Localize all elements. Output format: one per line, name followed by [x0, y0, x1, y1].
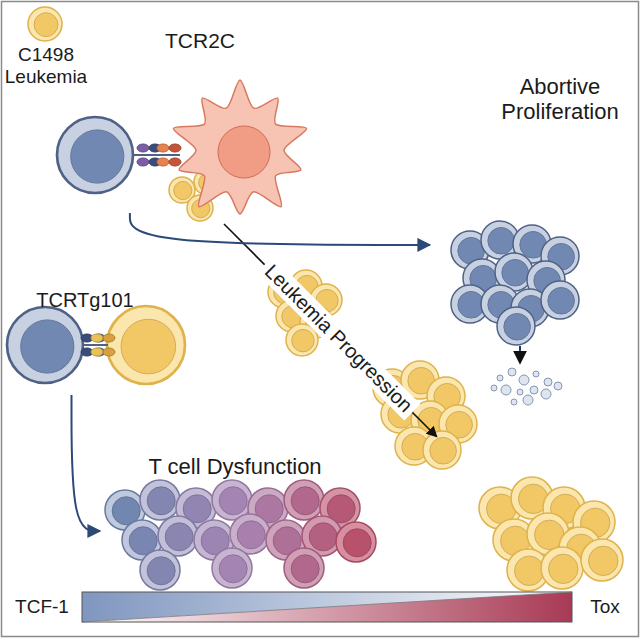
- cell-debris: [508, 368, 516, 376]
- cell-group: Abortive Proliferation: [430, 70, 632, 335]
- label-slot: Tox: [590, 596, 620, 618]
- dysfunctional-t-cell: [284, 480, 324, 520]
- activation-arrow: [72, 395, 101, 531]
- membrane-link: [83, 344, 108, 346]
- cell-group: T cell Dysfunction: [100, 450, 380, 585]
- cell-debris: [533, 371, 539, 377]
- cell-group: TCRTg101: [5, 285, 195, 395]
- dysfunctional-t-cell: [140, 480, 180, 520]
- group-heading: TCR2C: [150, 29, 250, 53]
- cell-debris: [530, 386, 538, 394]
- leukemia-cell: [581, 539, 623, 581]
- dysfunctional-t-cell: [284, 548, 324, 588]
- t-cell: [541, 281, 579, 319]
- membrane-link: [133, 154, 180, 156]
- cell-debris: [491, 385, 497, 391]
- group-heading: TCRTg101: [30, 289, 140, 312]
- t-cell: [7, 307, 83, 383]
- leukemia-cell: [107, 306, 185, 384]
- dysfunctional-t-cell: [140, 550, 180, 590]
- cell-debris: [511, 399, 517, 405]
- cell-debris: [541, 389, 551, 399]
- text-label: Tox: [590, 596, 620, 618]
- cell-debris: [497, 375, 503, 381]
- cell-debris: [554, 382, 562, 390]
- dendritic-cell: [173, 80, 306, 214]
- tox-wedge: [82, 592, 572, 622]
- group-heading: Abortive Proliferation: [490, 74, 630, 125]
- axis-label: Leukemia Progression: [256, 256, 420, 420]
- leukemia-cell: [423, 431, 461, 469]
- leukemia-cell: [28, 7, 62, 41]
- cell-debris: [523, 395, 533, 405]
- t-cell: [497, 307, 535, 345]
- text-label: C1498 Leukemia: [0, 44, 94, 88]
- progression-arrow: [224, 224, 436, 436]
- group-heading: T cell Dysfunction: [120, 454, 350, 479]
- gradient-bar-frame: [82, 592, 572, 622]
- receptor: [91, 334, 115, 356]
- dysfunctional-t-cell: [336, 522, 376, 562]
- receptor: [81, 334, 105, 356]
- leukemia-cell: [541, 547, 583, 589]
- activation-arrow: [130, 213, 430, 245]
- cell-debris: [519, 375, 529, 385]
- label-slot: Leukemia Progression: [256, 256, 420, 420]
- tcf1-wedge: [82, 592, 572, 622]
- label-slot: C1498 Leukemia: [0, 44, 94, 88]
- death-arrow: [519, 346, 521, 362]
- cell-debris: [501, 385, 511, 395]
- label-slot: TCF-1: [15, 596, 69, 618]
- cell-debris: [517, 389, 523, 395]
- t-cell: [57, 117, 133, 193]
- cell-debris: [544, 378, 552, 386]
- text-label: TCF-1: [15, 596, 69, 618]
- dysfunctional-t-cell: [212, 548, 252, 588]
- receptor: [157, 144, 181, 166]
- gradient-bar-diagonal: [82, 592, 572, 622]
